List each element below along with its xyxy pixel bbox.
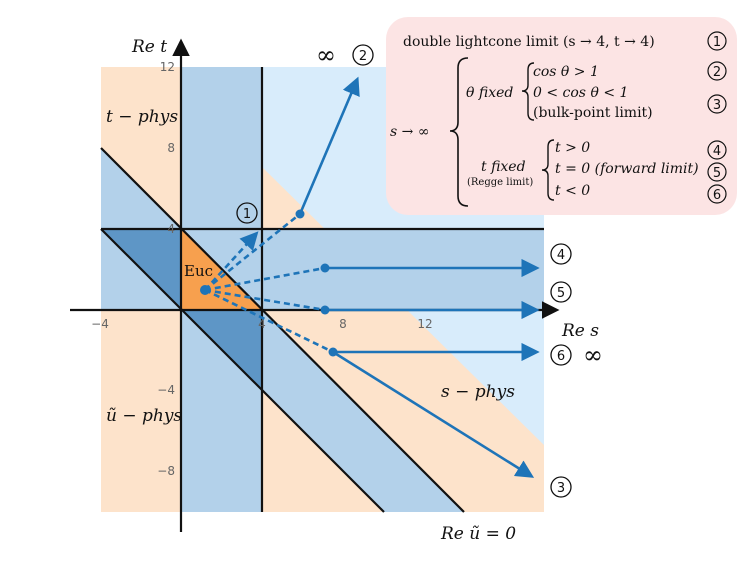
- legend-cos-gt1: cos θ > 1: [533, 64, 599, 80]
- arrow-3: [332, 350, 535, 478]
- legend-n4: 4: [713, 144, 721, 159]
- infinity-top: ∞: [316, 41, 336, 69]
- legend-cos-between: 0 < cos θ < 1: [533, 85, 628, 101]
- legend-n2: 2: [713, 65, 721, 80]
- dashed-to-2: [204, 212, 301, 292]
- x-tick-8: 8: [339, 317, 347, 331]
- u-axis-label: Re ũ = 0: [440, 524, 516, 544]
- s-phys-label: s − phys: [441, 382, 515, 402]
- y-axis-label: Re t: [131, 37, 167, 57]
- path-points: [200, 209, 338, 357]
- t-phys-label: t − phys: [106, 107, 178, 127]
- y-tick-12: 12: [160, 60, 175, 74]
- marker-4: 4: [557, 248, 565, 263]
- legend-box: double lightcone limit (s → 4, t → 4) 1 …: [386, 17, 737, 215]
- x-axis-label: Re s: [561, 321, 599, 341]
- y-tick-neg4: −4: [157, 383, 175, 397]
- point-4: [320, 263, 330, 273]
- line-u-boundary: [100, 228, 385, 513]
- limit-paths: [204, 76, 540, 478]
- legend-background: [386, 17, 737, 215]
- legend-t-pos: t > 0: [555, 140, 590, 156]
- point-2: [295, 209, 305, 219]
- x-tick-neg4: −4: [91, 317, 109, 331]
- marker-2: 2: [359, 49, 367, 64]
- x-tick-12: 12: [417, 317, 432, 331]
- x-tick-4: 4: [258, 317, 266, 331]
- infinity-bottom: ∞: [583, 341, 603, 369]
- y-tick-neg8: −8: [157, 464, 175, 478]
- legend-n1: 1: [713, 35, 721, 50]
- legend-t-neg: t < 0: [555, 183, 590, 199]
- y-tick-4: 4: [167, 222, 175, 236]
- plot-markers: 1 2 ∞ 4 5 6 ∞ 3: [236, 41, 603, 498]
- legend-t-zero: t = 0 (forward limit): [555, 161, 699, 177]
- point-6: [328, 347, 338, 357]
- legend-n5: 5: [713, 166, 721, 181]
- centre-point: [200, 285, 210, 295]
- u-phys-label: ũ − phys: [106, 406, 182, 426]
- line-u-equals-0: [100, 147, 465, 513]
- dashed-to-6: [204, 288, 334, 354]
- legend-regge: (Regge limit): [467, 177, 533, 188]
- marker-5: 5: [557, 286, 565, 301]
- y-tick-8: 8: [167, 141, 175, 155]
- dashed-to-1: [204, 231, 259, 291]
- euc-label: Euc: [184, 262, 213, 280]
- legend-t-fixed: t fixed: [481, 159, 526, 175]
- brace-t: [541, 139, 555, 201]
- brace-outer: [449, 57, 469, 207]
- legend-n6: 6: [713, 188, 721, 203]
- legend-row1: double lightcone limit (s → 4, t → 4): [403, 34, 655, 50]
- marker-1: 1: [243, 207, 251, 222]
- arrow-2: [298, 76, 360, 215]
- legend-n3: 3: [713, 98, 721, 113]
- point-5: [320, 305, 330, 315]
- marker-3: 3: [557, 481, 565, 496]
- marker-6: 6: [557, 349, 565, 364]
- dashed-to-4: [204, 266, 326, 292]
- legend-bulk-point: (bulk-point limit): [533, 105, 653, 121]
- legend-s-infinity: s → ∞: [390, 124, 429, 140]
- legend-theta-fixed: θ fixed: [466, 85, 513, 101]
- dashed-to-5: [204, 288, 326, 312]
- brace-theta: [521, 62, 535, 121]
